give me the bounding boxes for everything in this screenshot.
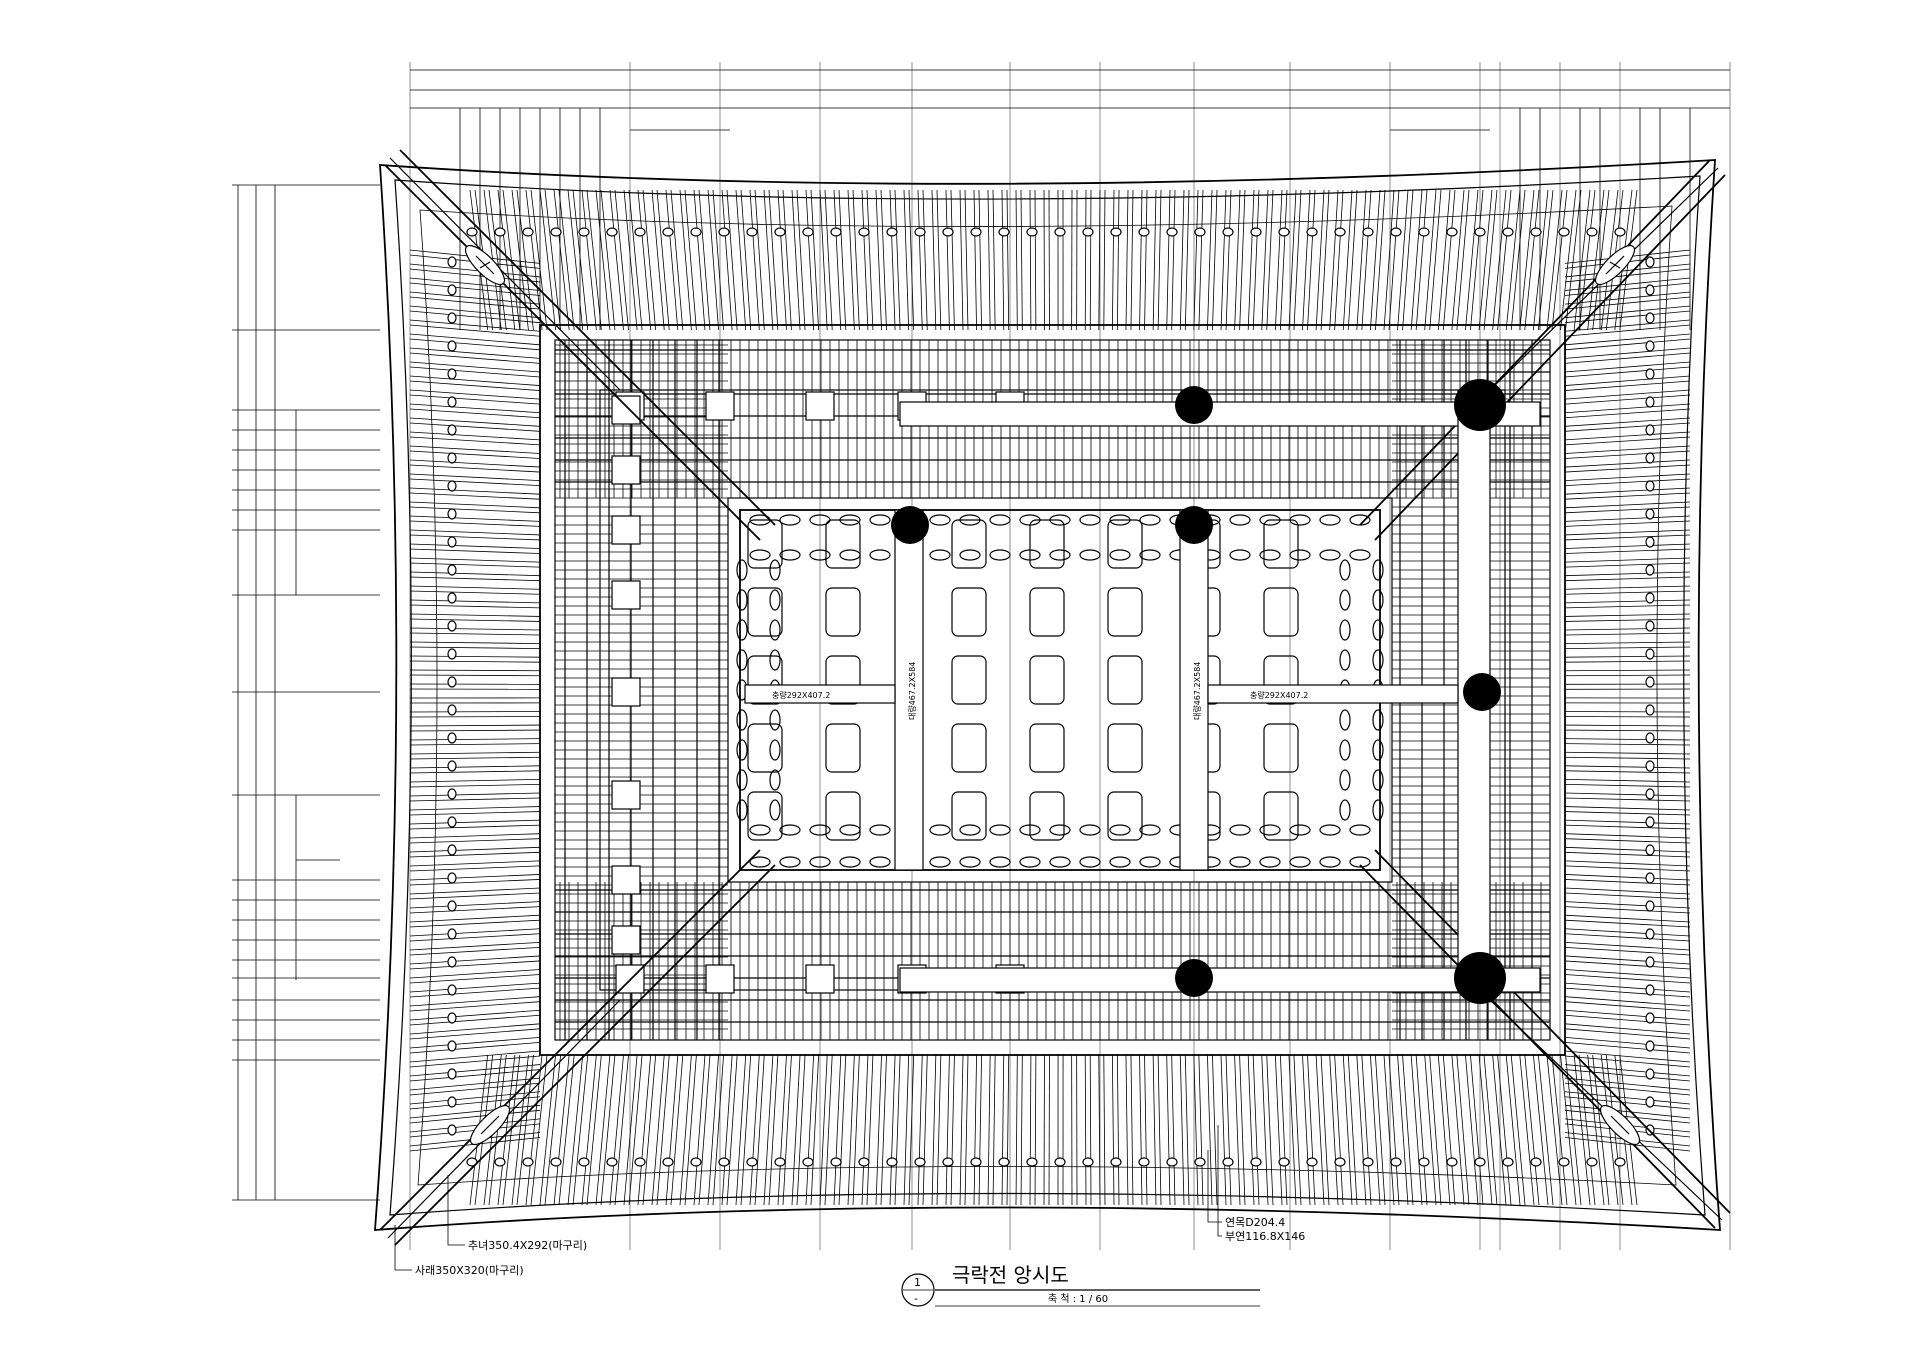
drawing-title: 극락전 앙시도 xyxy=(952,1263,1069,1287)
yeonmok-annotation: 연목D204.4 xyxy=(1225,1216,1285,1229)
buyeon-annotation: 부연116.8X146 xyxy=(1225,1230,1305,1243)
daeryang-label-right: 대량467.2X584 xyxy=(1192,662,1202,720)
scale-note: 축 척 : 1 / 60 xyxy=(1048,1293,1108,1305)
left-dimension-lines xyxy=(232,184,380,1201)
beam-label-right: 충량292X407.2 xyxy=(1250,690,1308,700)
title-block: 1 - 극락전 앙시도 축 척 : 1 / 60 xyxy=(901,1263,1260,1307)
chunyeo-annotation: 추녀350.4X292(마구리) xyxy=(468,1239,587,1252)
main-beams: 충량292X407.2 충량292X407.2 대량467.2X584 대량46… xyxy=(744,389,1541,993)
detail-number: 1 xyxy=(914,1276,921,1289)
eaves-outline xyxy=(374,159,1721,1231)
hip-rafters xyxy=(379,149,1731,1246)
rafter-array xyxy=(409,189,1691,1206)
annotations: 추녀350.4X292(마구리) 사래350X320(마구리) 연목D204.4… xyxy=(394,1125,1305,1277)
detail-sub: - xyxy=(914,1292,918,1305)
columns xyxy=(891,379,1506,1004)
beam-label-left: 충량292X407.2 xyxy=(772,690,830,700)
sarae-annotation: 사래350X320(마구리) xyxy=(415,1264,524,1277)
daeryang-label-left: 대량467.2X584 xyxy=(907,662,917,720)
